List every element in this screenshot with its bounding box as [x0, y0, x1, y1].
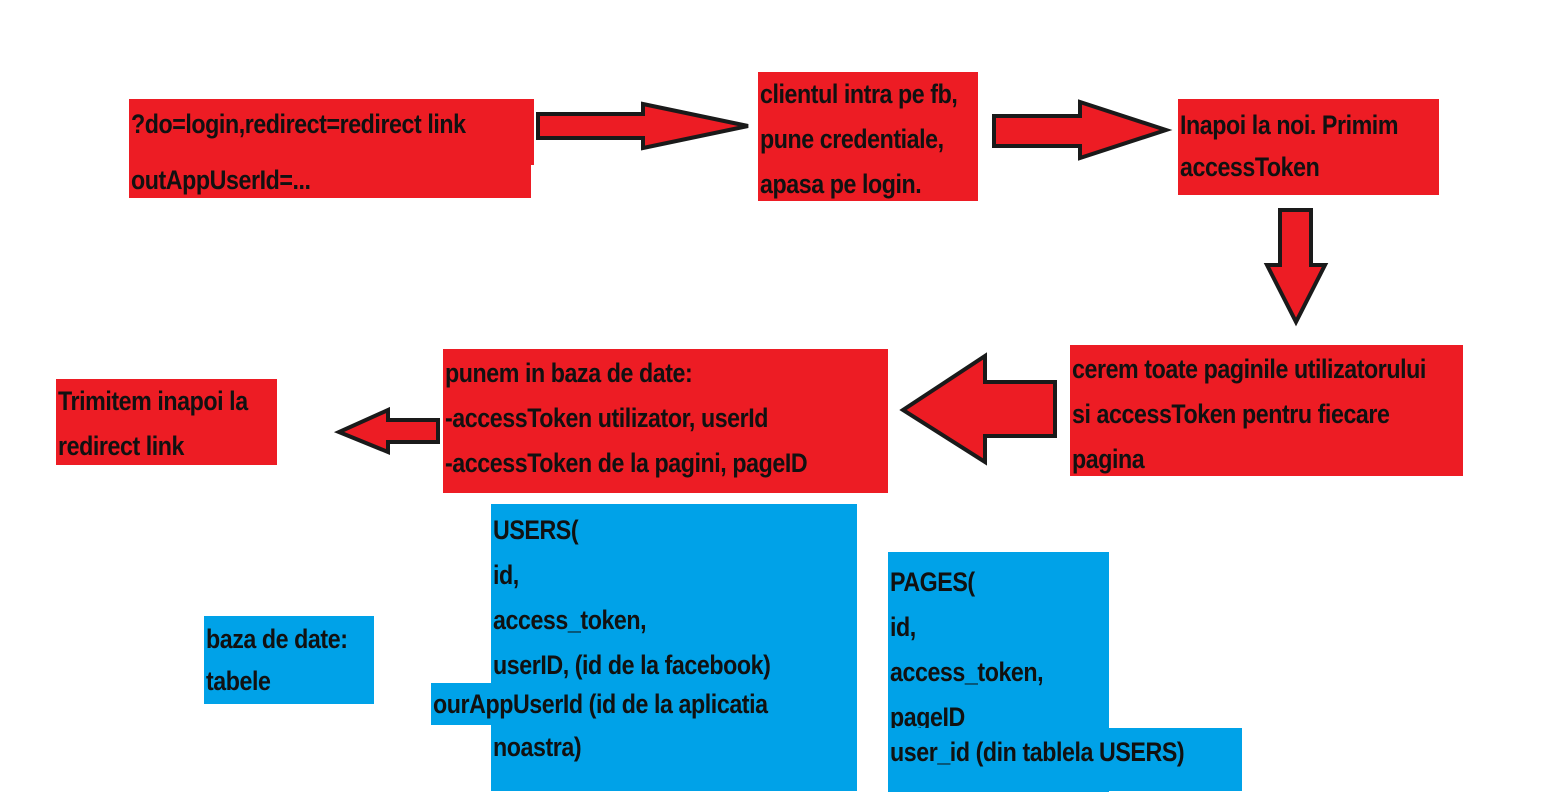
step-save-db-line-3: -accessToken de la pagini, pageID: [445, 448, 808, 478]
step-redirect-back: Trimitem inapoi la redirect link: [56, 379, 277, 465]
step-facebook-login-line-2: pune credentiale,: [760, 124, 944, 154]
step-save-db-line-1: punem in baza de date:: [445, 358, 693, 388]
users-table-line-4: userID, (id de la facebook): [493, 650, 771, 680]
arrow-left-1-shape: [899, 352, 1057, 466]
step-login-request-line-1: ?do=login,redirect=redirect link: [131, 109, 466, 139]
pages-table-line-1: PAGES(: [890, 567, 975, 597]
pages-table-line-5: user_id (din tablela USERS): [890, 737, 1185, 767]
arrow-right-2-shape: [992, 99, 1173, 161]
database-label: baza de date: tabele: [204, 616, 374, 704]
step-save-db: punem in baza de date: -accessToken util…: [443, 349, 888, 493]
database-label-line-1: baza de date:: [206, 624, 348, 654]
users-table-line-3: access_token,: [493, 605, 647, 635]
step-login-request-line-2: outAppUserId=...: [131, 165, 311, 195]
step-request-pages-line-1: cerem toate paginile utilizatorului: [1072, 354, 1426, 384]
step-save-db-line-2: -accessToken utilizator, userId: [445, 403, 769, 433]
step-login-request-bottom: outAppUserId=...: [129, 160, 531, 198]
pages-table-line-2: id,: [890, 612, 916, 642]
users-table: USERS( id, access_token, userID, (id de …: [491, 504, 857, 791]
step-request-pages-line-3: pagina: [1072, 444, 1145, 474]
step-return-token-line-1: Inapoi la noi. Primim: [1180, 110, 1399, 140]
database-label-line-2: tabele: [206, 666, 271, 696]
users-table-line-1: USERS(: [493, 515, 579, 545]
pages-table-extension: user_id (din tablela USERS): [888, 728, 1242, 791]
pages-table-line-4: pageID: [890, 702, 965, 732]
step-facebook-login: clientul intra pe fb, pune credentiale, …: [758, 72, 978, 201]
step-request-pages: cerem toate paginile utilizatorului si a…: [1070, 345, 1463, 476]
arrow-left-2-shape: [333, 406, 440, 455]
users-table-line-6: noastra): [493, 732, 582, 762]
step-request-pages-line-2: si accessToken pentru fiecare: [1072, 399, 1390, 429]
step-facebook-login-line-1: clientul intra pe fb,: [760, 79, 958, 109]
users-table-last: noastra): [491, 725, 857, 773]
arrow-down-shape: [1263, 208, 1329, 327]
step-redirect-back-line-2: redirect link: [58, 431, 185, 461]
users-table-line-5: ourAppUserId (id de la aplicatia: [433, 689, 768, 719]
pages-table-line-3: access_token,: [890, 657, 1044, 687]
users-table-line-2: id,: [493, 560, 519, 590]
step-login-request: ?do=login,redirect=redirect link: [129, 99, 534, 165]
step-return-token: Inapoi la noi. Primim accessToken: [1178, 99, 1439, 195]
step-facebook-login-line-3: apasa pe login.: [760, 169, 922, 199]
arrow-right-1-shape: [536, 101, 749, 151]
step-redirect-back-line-1: Trimitem inapoi la: [58, 386, 248, 416]
users-table-extension: ourAppUserId (id de la aplicatia: [431, 683, 857, 725]
step-return-token-line-2: accessToken: [1180, 152, 1320, 182]
